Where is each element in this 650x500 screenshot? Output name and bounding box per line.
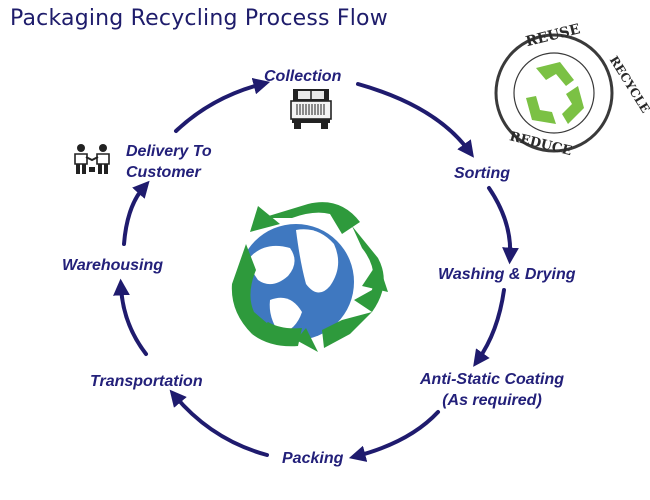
- arrow-transportation-to-warehousing: [113, 278, 148, 356]
- badge-recycle-text: RECYCLE: [607, 54, 650, 116]
- stage-anti-static-coating: Anti-Static Coating (As required): [392, 369, 592, 411]
- stage-anti-static-coating-line2: (As required): [442, 392, 542, 409]
- arrow-coating-to-packing: [348, 410, 440, 462]
- stage-delivery-to-customer: Delivery To Customer: [126, 141, 212, 183]
- stage-packing: Packing: [282, 450, 344, 467]
- handshake-icon: [74, 144, 110, 174]
- arrow-delivery-to-collection: [174, 77, 271, 133]
- stage-collection: Collection: [264, 68, 342, 85]
- stage-sorting: Sorting: [454, 165, 510, 182]
- stage-washing-drying: Washing & Drying: [438, 266, 576, 283]
- truck-icon: [290, 89, 332, 129]
- recycle-globe-icon: [231, 202, 388, 352]
- page-title: Packaging Recycling Process Flow: [10, 6, 388, 31]
- reuse-recycle-reduce-badge-icon: REUSE RECYCLE REDUCE: [494, 21, 650, 159]
- stage-transportation: Transportation: [90, 373, 203, 390]
- stage-delivery-line2: Customer: [126, 164, 201, 181]
- stage-warehousing: Warehousing: [62, 257, 164, 274]
- arrow-washing-to-coating: [473, 288, 506, 367]
- arrow-packing-to-transportation: [169, 389, 269, 457]
- arrow-sorting-to-washing: [487, 186, 519, 265]
- arrow-collection-to-sorting: [356, 82, 474, 158]
- stage-delivery-line1: Delivery To: [126, 143, 212, 160]
- stage-anti-static-coating-line1: Anti-Static Coating: [420, 371, 564, 388]
- arrow-warehousing-to-delivery: [122, 180, 150, 246]
